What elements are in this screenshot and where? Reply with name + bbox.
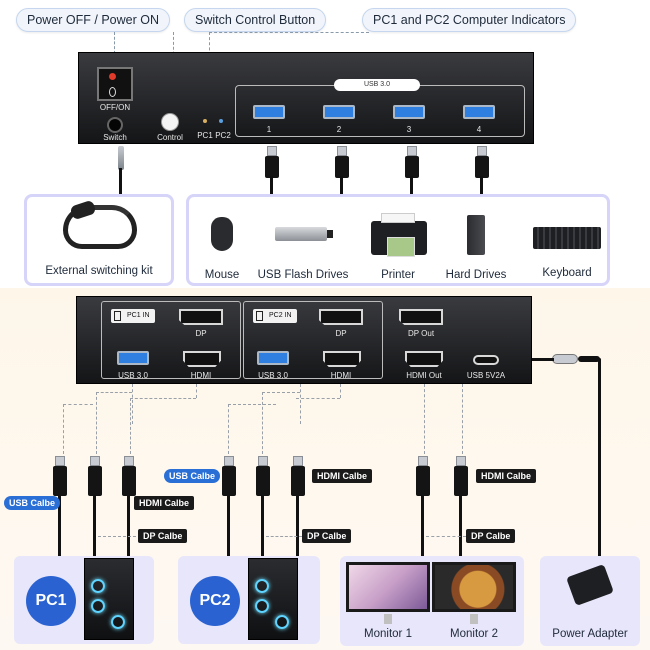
pc2-indicator-label: PC2 [215,131,231,140]
hdmi-cable-tag-pc1: HDMI Calbe [134,496,195,510]
dp-cable-tag-pc1: DP Calbe [138,529,188,543]
pc2-hdmi-port[interactable] [323,351,361,367]
hard-drive-icon [467,215,485,255]
dp-plug-icon [418,456,428,466]
power-adapter-card: Power Adapter [540,556,640,646]
usb-port-3[interactable] [393,105,425,119]
pc1-port-group [101,301,241,379]
pc1-dp-port[interactable] [179,309,223,325]
pc1-hdmi-port[interactable] [183,351,221,367]
usb-port-1-label: 1 [266,125,272,134]
usb-plug-icon [337,146,347,156]
pc-icon [256,311,263,321]
usb-plug-icon [407,146,417,156]
monitor-1-label: Monitor 1 [364,628,412,640]
pc1-card: PC1 [14,556,154,644]
pc2-card: PC2 [178,556,320,644]
dp-cable-tag-pc2: DP Calbe [302,529,352,543]
external-kit-card: External switching kit [24,194,174,286]
power-rocker-switch[interactable] [97,67,133,101]
pc1-dp-label: DP [195,329,207,338]
peripheral-label-usb-flash: USB Flash Drives [257,269,349,281]
pc1-badge: PC1 [26,576,76,626]
callout-switch-button: Switch Control Button [184,8,327,32]
keyboard-icon [533,227,601,249]
audio-plug-icon [118,146,124,170]
external-kit-label: External switching kit [45,265,153,277]
switch-jack[interactable] [107,117,123,133]
power-adapter-icon [566,564,614,606]
usb-port-2-label: 2 [336,125,342,134]
usb-power-label: USB 5V2A [466,371,506,380]
hdmi-out-label: HDMI Out [406,371,442,380]
usb-port-2[interactable] [323,105,355,119]
hdmi-cable-tag-monitor: HDMI Calbe [476,469,537,483]
pc-tower-icon [84,558,134,640]
pc2-in-badge: PC2 IN [253,309,297,323]
pc-icon [114,311,121,321]
pc2-hdmi-label: HDMI [330,371,352,380]
usb-plug-icon [477,146,487,156]
hdmi-plug-icon [456,456,466,466]
monitor-2-icon [432,562,516,612]
peripherals-card: Mouse USB Flash Drives Printer Hard Driv… [186,194,610,286]
control-button[interactable] [161,113,179,131]
pc2-badge: PC2 [190,576,240,626]
usb-port-3-label: 3 [406,125,412,134]
pc2-port-group [243,301,383,379]
pc2-dp-label: DP [335,329,347,338]
monitor-1-icon [346,562,430,612]
usb-port-4-label: 4 [476,125,482,134]
usb3-badge: USB 3.0 [334,79,420,91]
pc2-usb-label: USB 3.0 [258,371,288,380]
pc1-indicator [203,119,207,123]
usb-plug-icon [267,146,277,156]
peripheral-label-hard-drives: Hard Drives [445,269,507,281]
off-on-label: OFF/ON [99,103,131,112]
usb-c-plug-icon [552,354,578,364]
usb-flash-drive-icon [275,227,327,241]
usb-cable-tag-pc1: USB Calbe [4,496,61,510]
pc1-indicator-label: PC1 [197,131,213,140]
usb-plug-icon [55,456,65,466]
peripheral-label-keyboard: Keyboard [542,267,592,279]
pc1-hdmi-label: HDMI [190,371,212,380]
hdmi-out-port[interactable] [405,351,443,367]
dp-cable-tag-monitor: DP Calbe [466,529,516,543]
usb-c-power-port[interactable] [473,355,499,365]
pc2-usb-port[interactable] [257,351,289,365]
pc1-usb-port[interactable] [117,351,149,365]
usb-plug-icon [224,456,234,466]
usb-cable-tag-pc2: USB Calbe [164,469,221,483]
pc-tower-icon [248,558,298,640]
dp-out-label: DP Out [407,329,435,338]
switching-kit-icon [63,205,137,249]
peripheral-label-printer: Printer [381,269,415,281]
callout-power: Power OFF / Power ON [16,8,170,32]
peripheral-label-mouse: Mouse [204,269,240,281]
callout-indicators: PC1 and PC2 Computer Indicators [362,8,577,32]
usb-port-1[interactable] [253,105,285,119]
pc2-dp-port[interactable] [319,309,363,325]
kvm-switch-rear: PC1 IN PC2 IN DP DP DP Out USB 3.0 USB 3… [76,296,532,384]
usb-port-4[interactable] [463,105,495,119]
kvm-switch-front: OFF/ON Switch Control PC1 PC2 USB 3.0 1 … [78,52,534,144]
switch-label: Switch [103,133,127,142]
monitors-card: Monitor 1 Monitor 2 [340,556,524,646]
power-adapter-label: Power Adapter [552,628,628,640]
monitor-2-label: Monitor 2 [450,628,498,640]
hdmi-plug-icon [90,456,100,466]
dp-plug-icon [124,456,134,466]
hdmi-cable-tag-pc2: HDMI Calbe [312,469,373,483]
dp-out-port[interactable] [399,309,443,325]
pc2-indicator [219,119,223,123]
hdmi-plug-icon [258,456,268,466]
control-label: Control [157,133,183,142]
dp-plug-icon [293,456,303,466]
pc1-in-badge: PC1 IN [111,309,155,323]
pc1-usb-label: USB 3.0 [118,371,148,380]
mouse-icon [211,217,233,251]
